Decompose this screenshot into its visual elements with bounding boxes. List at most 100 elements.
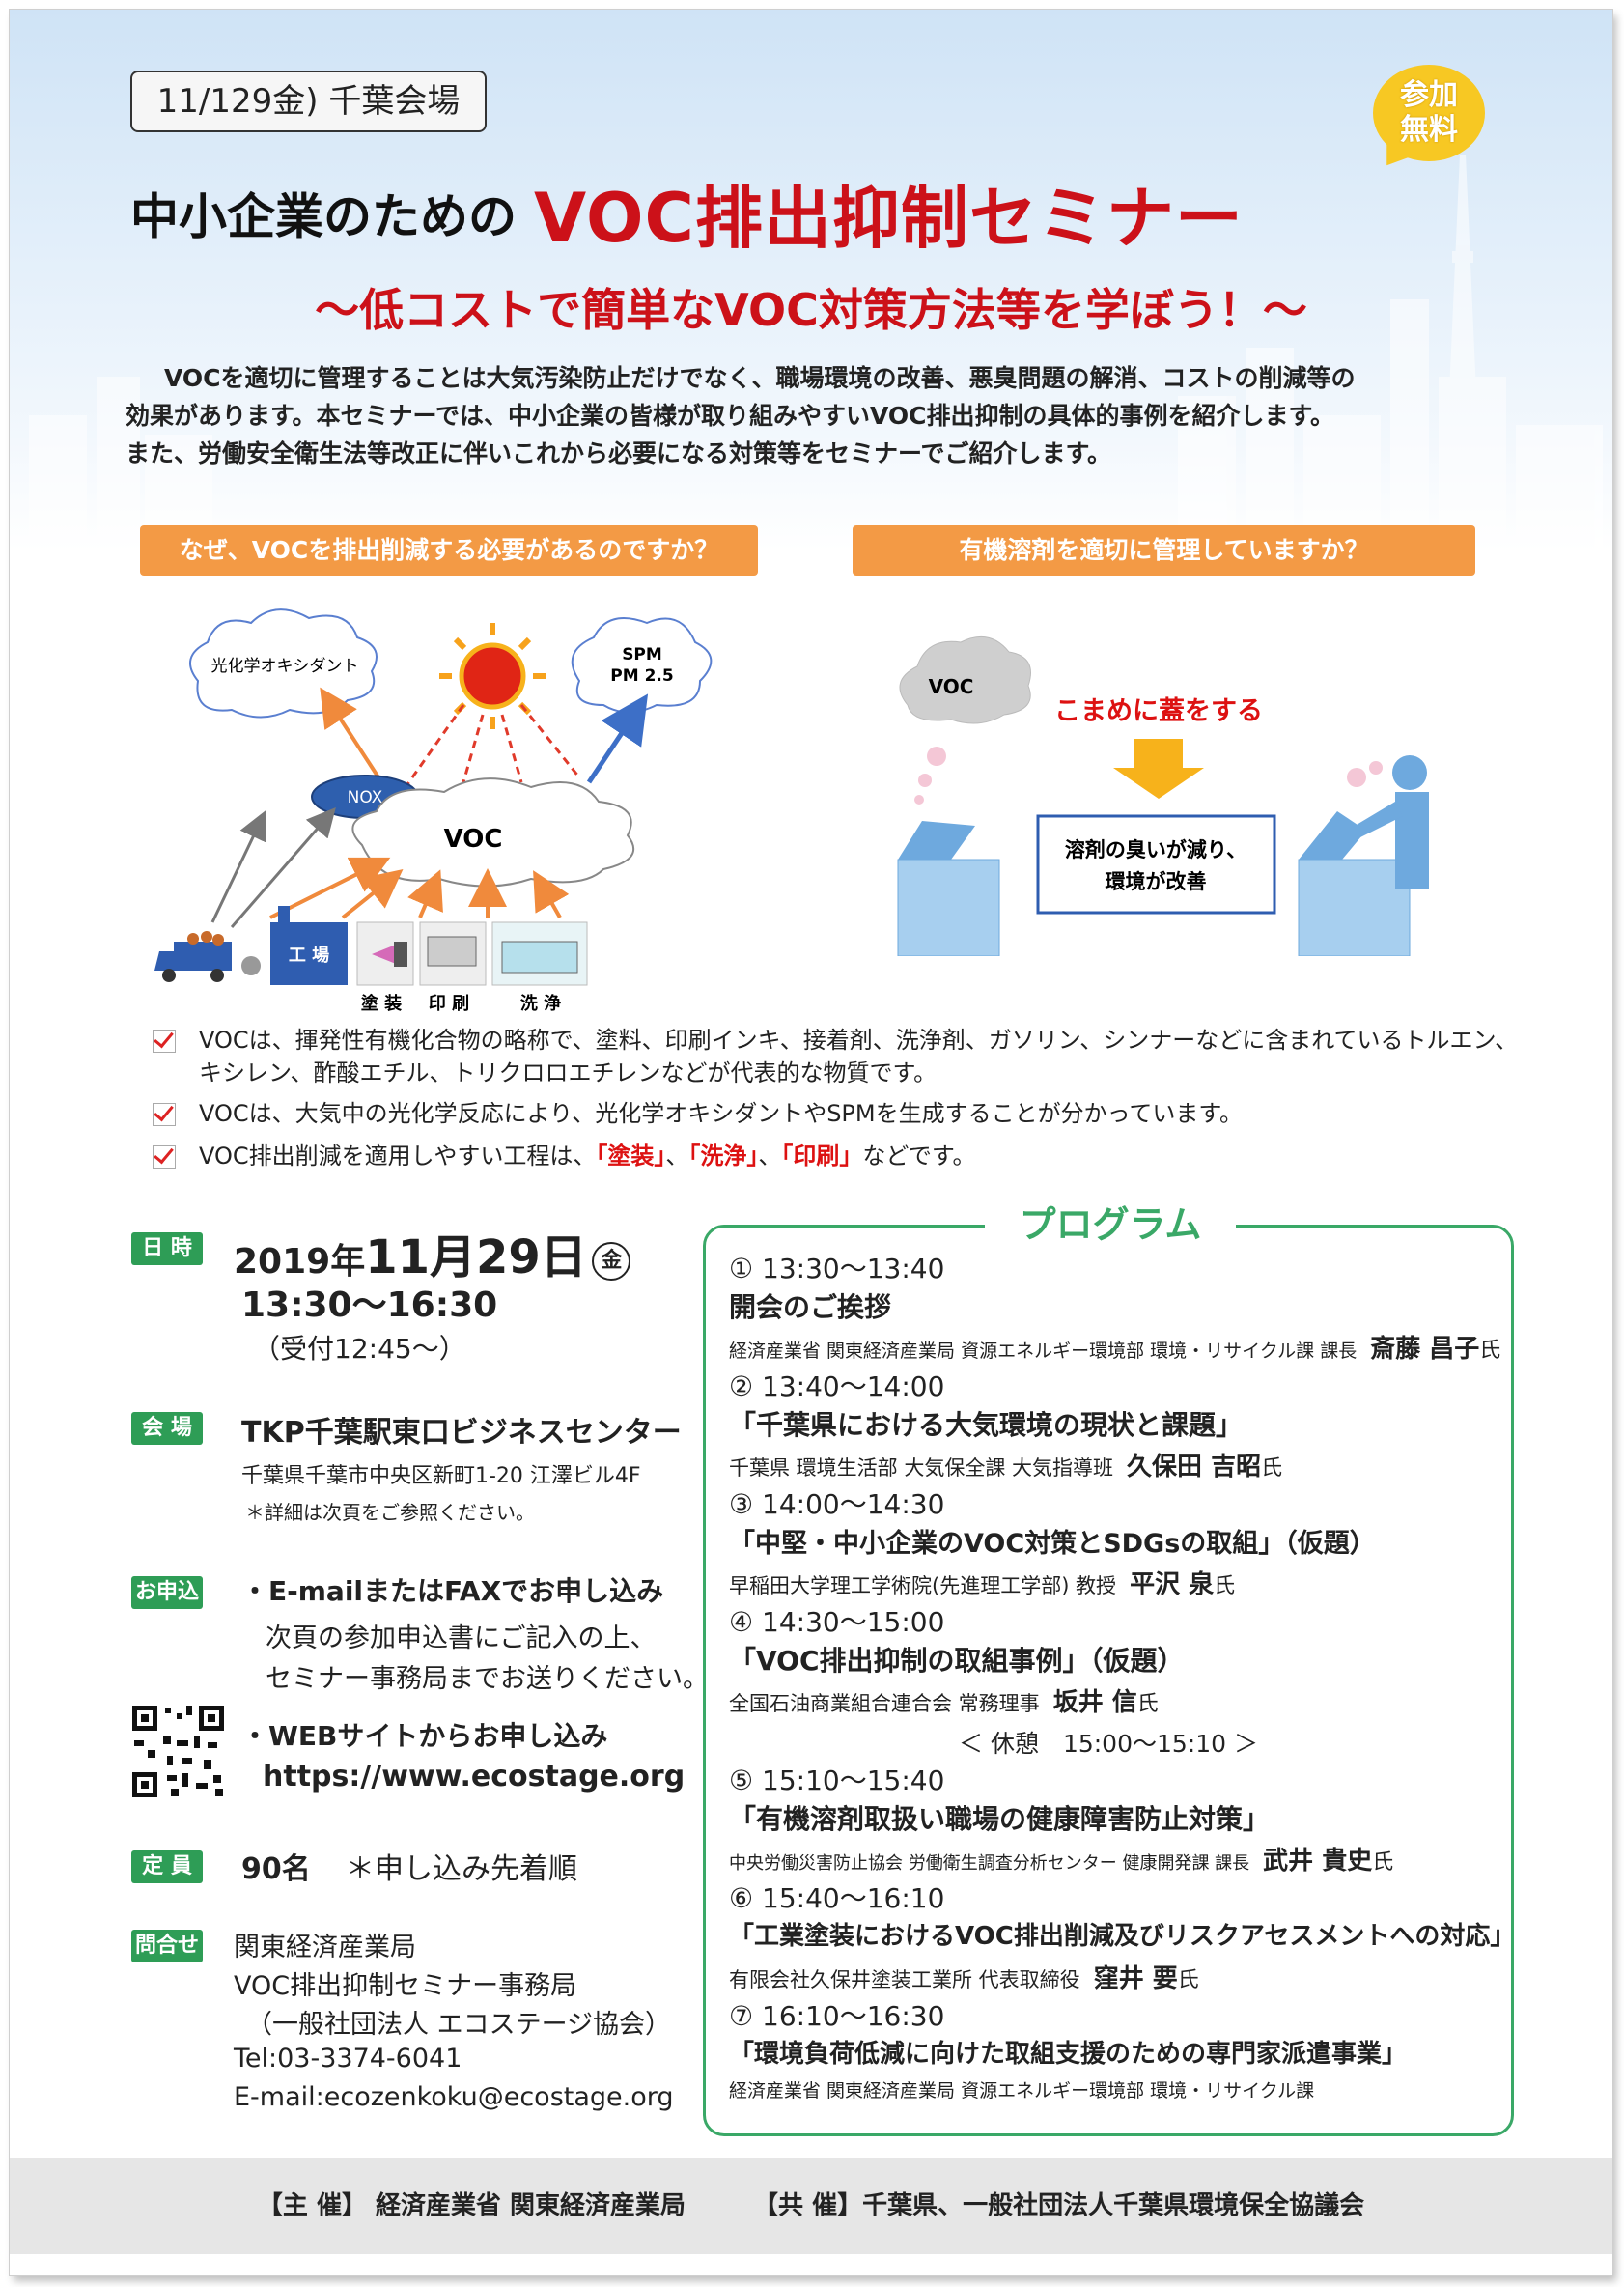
program-item-title: 「有機溶剤取扱い職場の健康障害防止対策」 <box>729 1803 1271 1835</box>
contact-tel: Tel:03-3374-6041 <box>234 2044 462 2074</box>
arrow-to-nox-factory <box>230 806 336 928</box>
venue-name: TKP千葉駅東口ビジネスセンター <box>241 1416 682 1450</box>
checklist-text: VOCは、揮発性有機化合物の略称で、塗料、印刷インキ、接着剤、洗浄剤、ガソリン、… <box>199 1027 1519 1054</box>
program-item-speaker-row: 中央労働災害防止協会 労働衛生調査分析センター 健康開発課 課長武井 貴史氏 <box>729 1841 1393 1877</box>
apply-url-link[interactable]: https://www.ecostage.org <box>263 1760 686 1793</box>
event-time: 13:30～16:30 <box>241 1285 498 1325</box>
program-item-speaker-row: 経済産業省 関東経済産業局 資源エネルギー環境部 環境・リサイクル課 課長斎藤 … <box>729 1329 1500 1365</box>
apply-desc-line: 次頁の参加申込書にご記入の上、 <box>266 1623 657 1653</box>
arrow-to-nox-truck <box>210 810 266 923</box>
qr-code-icon[interactable] <box>128 1702 228 1801</box>
program-item-time: ⑦ 16:10～16:30 <box>729 2000 945 2032</box>
speaker-name: 久保田 吉昭 <box>1127 1453 1262 1482</box>
lid-instruction: こまめに蓋をする <box>1054 696 1263 726</box>
program-item-time: ④ 14:30～15:00 <box>729 1606 945 1638</box>
speaker-name: 坂井 信 <box>1052 1688 1137 1717</box>
venue-label: 会 場 <box>131 1412 203 1445</box>
arrow-cleaning2-voc <box>533 870 570 918</box>
truck-icon <box>154 931 261 982</box>
contact-org: 関東経済産業局 <box>234 1933 416 1962</box>
contact-office: VOC排出抑制セミナー事務局 <box>234 1971 577 2001</box>
speaker-affiliation: 経済産業省 関東経済産業局 資源エネルギー環境部 環境・リサイクル課 <box>729 2080 1315 2102</box>
apply-desc-line: セミナー事務局までお送りください。 <box>266 1664 709 1694</box>
speaker-suffix: 氏 <box>1479 1339 1501 1363</box>
organizer: 【主 催】 経済産業省 関東経済産業局 <box>257 2191 686 2220</box>
program-item-title: 「中堅・中小企業のVOC対策とSDGsの取組」（仮題） <box>729 1529 1376 1559</box>
checklist-item-3: VOC排出削減を適用しやすい工程は、「塗装」、「洗浄」、「印刷」などです。 <box>153 1140 976 1172</box>
program-item-title: 「VOC排出抑制の取組事例」（仮題） <box>729 1645 1185 1677</box>
open-container-icon <box>897 821 1000 956</box>
program-item-time: ⑤ 15:10～15:40 <box>729 1765 945 1796</box>
program-item-speaker-row: 千葉県 環境生活部 大気保全課 大気指導班久保田 吉昭氏 <box>729 1447 1282 1482</box>
checkmark-icon <box>153 1030 176 1053</box>
venue-address: 千葉県千葉市中央区新町1-20 江澤ビル4F <box>241 1464 641 1488</box>
program-title: プログラム <box>985 1203 1236 1246</box>
contact-label: 問合せ <box>131 1930 203 1962</box>
checkmark-icon <box>153 1145 176 1169</box>
speaker-name: 平沢 泉 <box>1130 1570 1215 1599</box>
apply-method-email-fax: ・E-mailまたはFAXでお申し込み <box>241 1575 664 1607</box>
checklist-item-2: VOCは、大気中の光化学反応により、光化学オキシダントやSPMを生成することが分… <box>153 1097 1243 1130</box>
title-highlight: VOC排出抑制セミナー <box>534 179 1244 258</box>
badge-line2: 無料 <box>1400 113 1458 147</box>
subtitle: ～低コストで簡単なVOC対策方法等を学ぼう！～ <box>315 284 1307 336</box>
program-break: ＜ 休憩 15:00～15:10 ＞ <box>959 1730 1258 1758</box>
result-box: 溶剤の臭いが減り、 環境が改善 <box>1036 814 1276 915</box>
speaker-name: 斎藤 昌子 <box>1370 1335 1480 1364</box>
voc-smoke-cloud: VOC <box>899 635 1031 805</box>
printing-icon: 印 刷 <box>419 921 487 1014</box>
reception-time: （受付12:45～） <box>253 1333 466 1365</box>
speaker-name: 窪井 要 <box>1093 1964 1178 1993</box>
checklist-text: VOC排出削減を適用しやすい工程は、「塗装」、「洗浄」、「印刷」などです。 <box>199 1143 976 1170</box>
intro-line: VOCを適切に管理することは大気汚染防止だけでなく、職場環境の改善、悪臭問題の解… <box>164 364 1356 392</box>
speaker-name: 武井 貴史 <box>1263 1847 1373 1876</box>
speaker-affiliation: 経済産業省 関東経済産業局 資源エネルギー環境部 環境・リサイクル課 課長 <box>729 1341 1358 1362</box>
coating-icon: 塗 装 <box>356 921 414 1014</box>
capacity-value: 90名 <box>241 1852 311 1886</box>
speaker-suffix: 氏 <box>1372 1850 1394 1875</box>
speaker-suffix: 氏 <box>1136 1692 1159 1716</box>
program-item-title: 「千葉県における大気環境の現状と課題」 <box>729 1409 1244 1441</box>
spm-label: SPM <box>622 645 662 664</box>
organizer-footer: 【主 催】 経済産業省 関東経済産業局 【共 催】千葉県、一般社団法人千葉県環境保… <box>10 2158 1612 2254</box>
voc-label: VOC <box>444 825 503 854</box>
speaker-affiliation: 全国石油商業組合連合会 常務理事 <box>729 1692 1040 1715</box>
result-line1: 溶剤の臭いが減り、 <box>1065 838 1246 861</box>
contact-association: （一般社団法人 エコステージ協会） <box>246 2010 672 2040</box>
program-item-speaker-row: 全国石油商業組合連合会 常務理事坂井 信氏 <box>729 1682 1159 1718</box>
speaker-suffix: 氏 <box>1214 1574 1236 1598</box>
checklist-text: VOCは、大気中の光化学反応により、光化学オキシダントやSPMを生成することが分… <box>199 1100 1244 1127</box>
arrow-printing-voc <box>407 869 443 918</box>
capacity-note: ＊申し込み先着順 <box>346 1852 577 1886</box>
intro-line: 効果があります。本セミナーでは、中小企業の皆様が取り組みやすいVOC排出抑制の具… <box>126 402 1335 430</box>
free-admission-badge: 参加 無料 <box>1373 65 1485 161</box>
badge-line1: 参加 <box>1400 78 1458 112</box>
arrow-to-spm <box>586 693 649 784</box>
printing-label: 印 刷 <box>429 994 469 1014</box>
capacity-label: 定 員 <box>131 1850 203 1883</box>
program-item-title: 「工業塗装におけるVOC排出削減及びリスクアセスメントへの対応」 <box>729 1922 1516 1951</box>
city-skyline-illustration <box>29 155 1603 551</box>
co-organizer: 【共 催】千葉県、一般社団法人千葉県環境保全協議会 <box>753 2191 1365 2220</box>
photochem-label: 光化学オキシダント <box>211 657 359 676</box>
sun-icon <box>439 623 546 729</box>
program-item-title: 「環境負荷低減に向けた取組支援のための専門家派遣事業」 <box>729 2040 1408 2069</box>
contact-email-link[interactable]: E-mail:ecozenkoku@ecostage.org <box>234 2082 674 2112</box>
event-date: 2019年11月29日 金 <box>234 1219 631 1286</box>
cleaning-label: 洗 浄 <box>520 993 561 1014</box>
program-item-speaker-row: 有限会社久保井塗装工業所 代表取締役窪井 要氏 <box>729 1959 1199 1994</box>
voc-emission-diagram: 光化学オキシダント SPM PM 2.5 NOX <box>154 608 713 1014</box>
result-line2: 環境が改善 <box>1106 870 1207 893</box>
section-heading-why: なぜ、VOCを排出削減する必要があるのですか？ <box>140 525 758 576</box>
reaction-lines <box>404 704 581 788</box>
speaker-affiliation: 中央労働災害防止協会 労働衛生調査分析センター 健康開発課 課長 <box>729 1853 1250 1874</box>
checklist-item-1: VOCは、揮発性有機化合物の略称で、塗料、印刷インキ、接着剤、洗浄剤、ガソリン、… <box>153 1024 1518 1089</box>
program-item-time: ③ 14:00～14:30 <box>729 1488 945 1520</box>
solvent-management-diagram: VOC こまめに蓋をする 溶剤の臭いが減り、 環境が改善 <box>897 635 1429 956</box>
nox-label: NOX <box>348 788 383 807</box>
date-venue-box: 11/129金) 千葉会場 <box>130 71 487 132</box>
intro-text: VOCを適切に管理することは大気汚染防止だけでなく、職場環境の改善、悪臭問題の解… <box>126 359 1497 472</box>
speaker-affiliation: 千葉県 環境生活部 大気保全課 大気指導班 <box>729 1456 1114 1480</box>
program-item-speaker-row: 経済産業省 関東経済産業局 資源エネルギー環境部 環境・リサイクル課 <box>729 2076 1314 2103</box>
